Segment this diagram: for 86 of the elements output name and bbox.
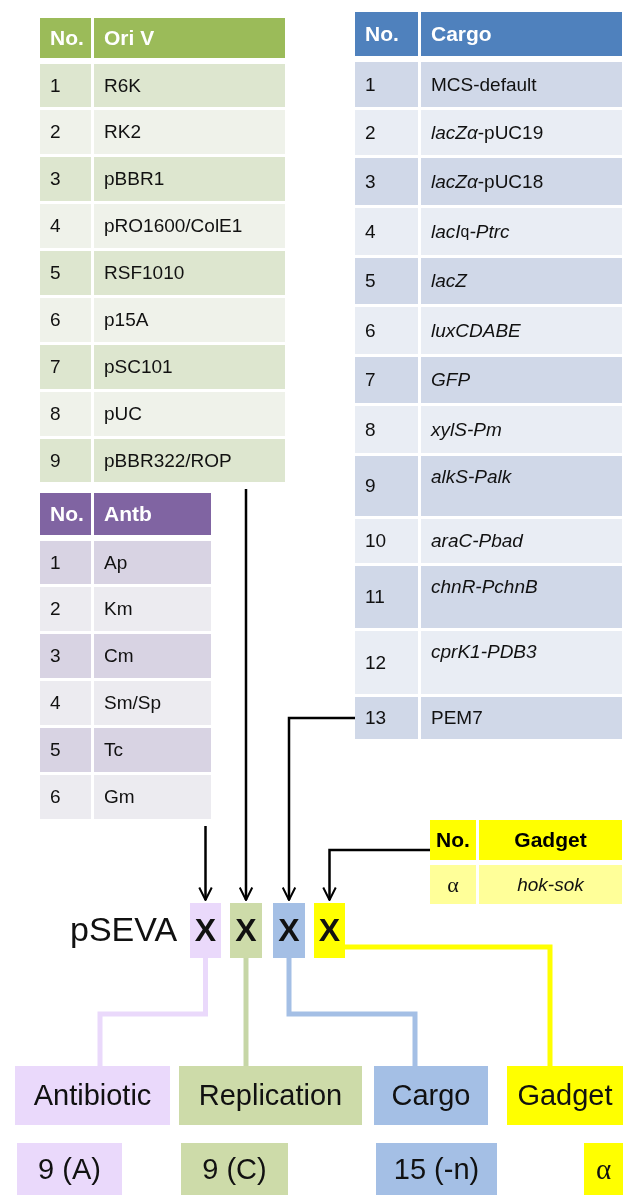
category-box: Antibiotic — [15, 1066, 170, 1125]
arrow — [322, 848, 430, 901]
table-cell: 8 — [355, 406, 418, 453]
table-cell: 5 — [40, 251, 91, 295]
arrow — [198, 826, 213, 901]
table-cell: 2 — [40, 587, 91, 631]
placeholder-field: X — [190, 903, 221, 958]
table-cell: alkS-Palk — [421, 456, 622, 516]
table-cell: 2 — [355, 110, 418, 155]
count-box: α — [584, 1143, 623, 1195]
table-cell: 3 — [355, 158, 418, 205]
table-cell: 4 — [355, 208, 418, 255]
table-cell: Gm — [94, 775, 211, 819]
table-cell: 5 — [40, 728, 91, 772]
table-cell: p15A — [94, 298, 285, 342]
table-cell: 6 — [355, 307, 418, 354]
table-cell: Km — [94, 587, 211, 631]
column-header: No. — [355, 12, 418, 56]
table-cell: 12 — [355, 631, 418, 694]
table-cell: lacZα-pUC18 — [421, 158, 622, 205]
table-cell: 1 — [40, 541, 91, 584]
connector-line — [97, 958, 208, 1066]
table-cell: RK2 — [94, 110, 285, 154]
table-cell: 3 — [40, 634, 91, 678]
table-cell: 6 — [40, 775, 91, 819]
table-cell: Sm/Sp — [94, 681, 211, 725]
placeholder-field: X — [314, 903, 345, 958]
category-box: Gadget — [507, 1066, 623, 1125]
connector-line — [243, 958, 249, 1066]
category-box: Cargo — [374, 1066, 488, 1125]
table-cell: xylS-Pm — [421, 406, 622, 453]
table-cell: Tc — [94, 728, 211, 772]
table-cell: luxCDABE — [421, 307, 622, 354]
table-cell: pBBR1 — [94, 157, 285, 201]
table-cell: 7 — [355, 357, 418, 403]
column-header: No. — [40, 493, 91, 535]
table-cell: 7 — [40, 345, 91, 389]
table-cell: 4 — [40, 204, 91, 248]
placeholder-field: X — [230, 903, 262, 958]
table-cell: pUC — [94, 392, 285, 436]
column-header: No. — [40, 18, 91, 58]
table-cell: lacZα-pUC19 — [421, 110, 622, 155]
table-cell: α — [430, 865, 476, 904]
table-cell: chnR-PchnB — [421, 566, 622, 628]
table-cell: 11 — [355, 566, 418, 628]
table-cell: 5 — [355, 258, 418, 304]
table-cell: 13 — [355, 697, 418, 739]
arrow — [238, 489, 254, 901]
table-cell: 4 — [40, 681, 91, 725]
table-cell: 8 — [40, 392, 91, 436]
table-cell: 1 — [40, 64, 91, 107]
table-cell: 9 — [40, 439, 91, 482]
table-cell: 1 — [355, 62, 418, 107]
count-box: 9 (C) — [181, 1143, 288, 1195]
table-cell: araC-Pbad — [421, 519, 622, 563]
table-cell: R6K — [94, 64, 285, 107]
column-header: Cargo — [421, 12, 622, 56]
table-cell: pSC101 — [94, 345, 285, 389]
table-cell: MCS-default — [421, 62, 622, 107]
table-cell: 6 — [40, 298, 91, 342]
table-cell: lacZ — [421, 258, 622, 304]
column-header: No. — [430, 820, 476, 860]
table-cell: 9 — [355, 456, 418, 516]
table-cell: pRO1600/ColE1 — [94, 204, 285, 248]
table-cell: 10 — [355, 519, 418, 563]
connector-line — [345, 944, 553, 1066]
table-cell: GFP — [421, 357, 622, 403]
table-cell: PEM7 — [421, 697, 622, 739]
count-box: 9 (A) — [17, 1143, 122, 1195]
table-cell: Ap — [94, 541, 211, 584]
column-header: Antb — [94, 493, 211, 535]
table-cell: pBBR322/ROP — [94, 439, 285, 482]
table-cell: hok-sok — [479, 865, 622, 904]
connector-line — [286, 958, 418, 1066]
table-cell: cprK1-PDB3 — [421, 631, 622, 694]
arrow — [281, 716, 355, 901]
placeholder-field: X — [273, 903, 305, 958]
category-box: Replication — [179, 1066, 362, 1125]
column-header: Ori V — [94, 18, 285, 58]
column-header: Gadget — [479, 820, 622, 860]
table-cell: RSF1010 — [94, 251, 285, 295]
table-cell: 3 — [40, 157, 91, 201]
plasmid-name: pSEVA — [70, 909, 178, 950]
count-box: 15 (-n) — [376, 1143, 497, 1195]
table-cell: 2 — [40, 110, 91, 154]
table-cell: Cm — [94, 634, 211, 678]
